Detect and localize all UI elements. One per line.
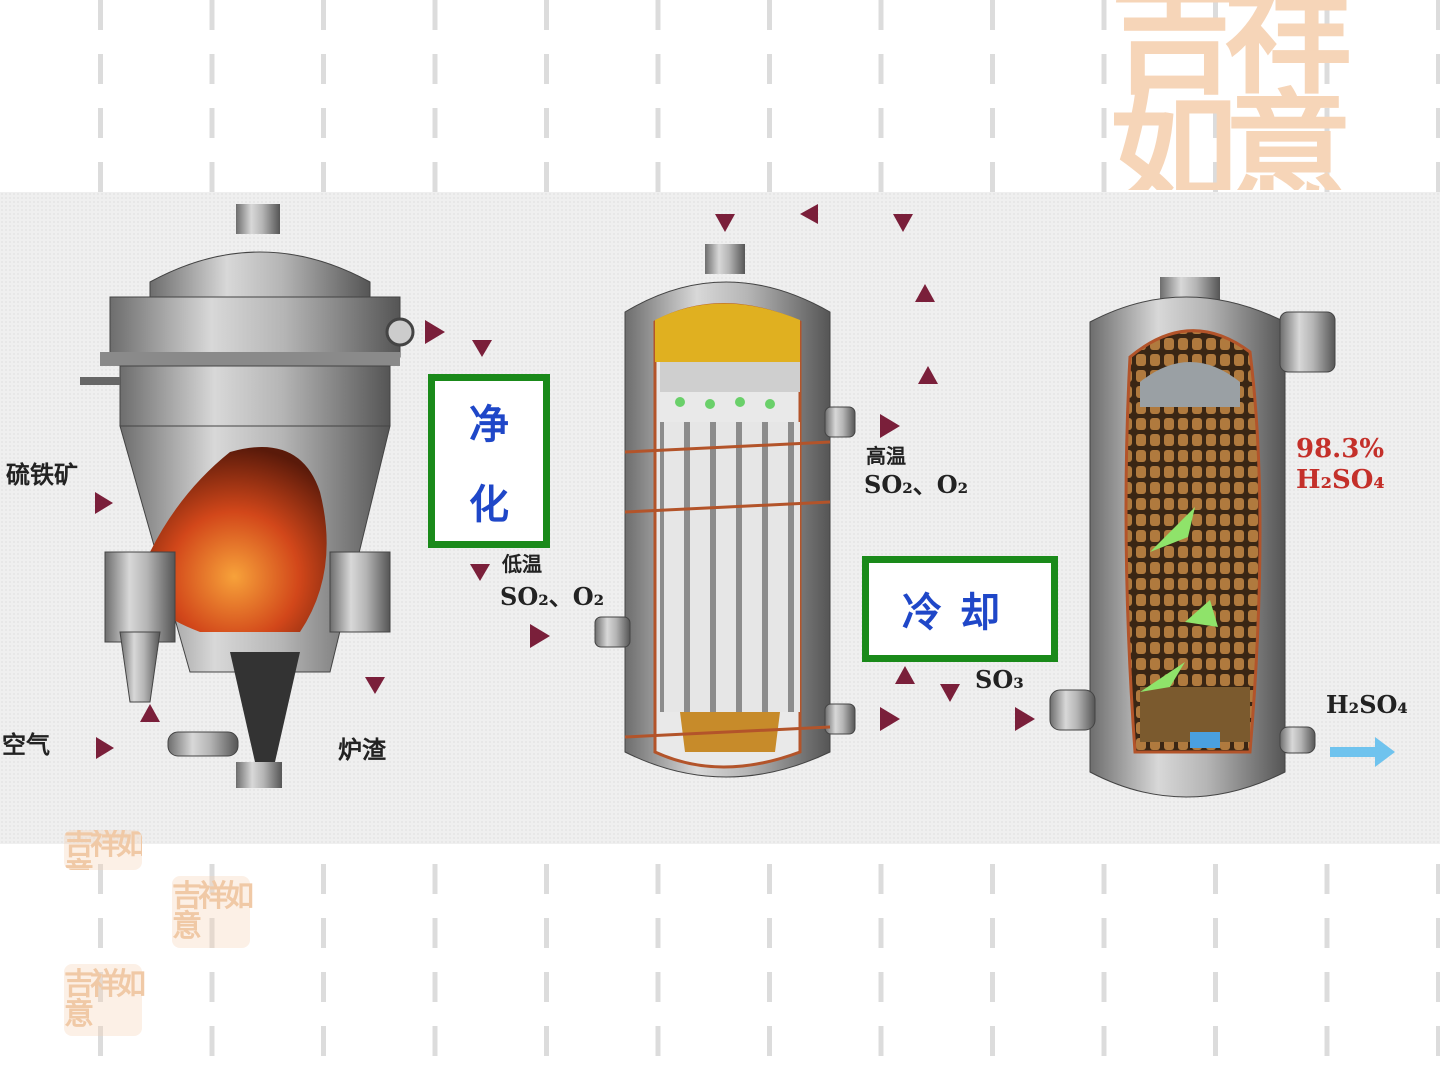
watermark-seal-large: 吉祥如意 [1110,0,1440,190]
sulfuric-acid-process-diagram: 硫铁矿 空气 炉渣 低温 SO₂、O₂ 高温 SO₂、O₂ SO₃ 98.3% … [0,192,1440,844]
watermark-seal-small: 吉祥如意 [64,830,142,870]
roasting-furnace [80,204,415,788]
flow-arrow [915,284,935,302]
label-air: 空气 [2,730,50,759]
flow-arrow [800,204,818,224]
flow-arrow [96,737,114,759]
label-so3: SO₃ [975,665,1024,694]
flow-arrow [95,492,113,514]
flow-arrow [140,704,160,722]
purification-char-2: 化 [469,481,509,528]
watermark-seal-small: 吉祥如意 [172,876,254,948]
flow-arrow [880,707,900,731]
purification-char-1: 净 [469,401,509,448]
label-acid-concentration: 98.3% [1296,434,1385,464]
cooling-label: 冷却 [902,589,1018,636]
flow-arrows [95,204,1035,759]
flow-arrow [918,366,938,384]
flow-arrow [365,677,385,694]
label-pyrite: 硫铁矿 [6,460,78,489]
label-slag: 炉渣 [338,735,386,764]
absorption-tower [1049,277,1395,798]
contact-converter-tower [594,244,856,778]
flow-arrow [472,340,492,357]
flow-arrow [715,214,735,232]
equipment-illustration [80,204,1395,798]
flow-arrow [940,684,960,702]
flow-arrow [893,214,913,232]
cooling-box: 冷却 [862,556,1058,662]
purification-box: 净 化 [428,374,550,548]
label-product: H₂SO₄ [1326,690,1408,719]
watermark-seal-small: 吉祥如意 [64,964,146,1036]
label-high-temp-gas: SO₂、O₂ [864,470,969,499]
label-high-temp: 高温 [866,444,906,468]
label-low-temp-gas: SO₂、O₂ [500,582,605,611]
label-acid-formula: H₂SO₄ [1296,465,1385,495]
label-low-temp: 低温 [502,552,542,576]
flow-arrow [530,624,550,648]
flow-arrow [880,414,900,438]
flow-arrow [470,564,490,581]
flow-arrow [1015,707,1035,731]
flow-arrow [425,320,445,344]
watermark-seal-text: 吉祥如意 [1110,0,1352,190]
flow-arrow [895,666,915,684]
